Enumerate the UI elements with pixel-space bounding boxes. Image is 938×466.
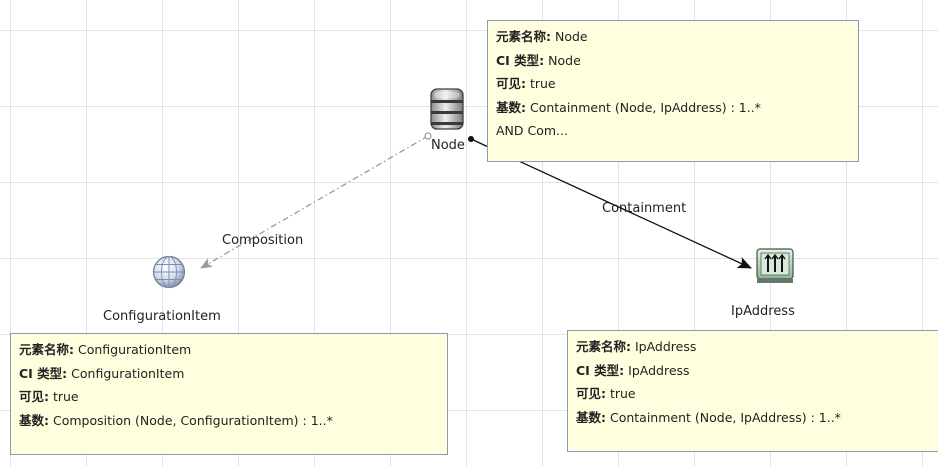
cardinality-continuation: AND Com... <box>496 123 568 138</box>
element-name-value: Node <box>551 29 588 44</box>
server-icon[interactable] <box>428 87 466 131</box>
ci-type-value: Node <box>544 52 581 68</box>
node-tooltip: 元素名称: Node CI 类型: Node 可见: true 基数: Cont… <box>487 20 859 162</box>
node-label[interactable]: Node <box>431 138 465 153</box>
containment-edge-label: Containment <box>602 201 687 216</box>
cardinality-row: 基数: Composition (Node, ConfigurationItem… <box>19 409 439 433</box>
cardinality-value: Containment (Node, IpAddress) : 1..* <box>526 99 761 115</box>
visible-value: true <box>606 386 636 401</box>
cardinality-value: Composition (Node, ConfigurationItem) : … <box>49 412 333 428</box>
element-name-value: IpAddress <box>631 339 697 354</box>
cardinality-key: 基数: <box>496 99 526 115</box>
configuration-item-label[interactable]: ConfigurationItem <box>103 309 221 324</box>
configuration-item-tooltip: 元素名称: ConfigurationItem CI 类型: Configura… <box>10 333 448 455</box>
ci-type-row: CI 类型: ConfigurationItem <box>19 362 439 386</box>
visible-row: 可见: true <box>496 72 850 96</box>
visible-value: true <box>49 389 79 404</box>
element-name-key: 元素名称: <box>496 29 551 44</box>
visible-row: 可见: true <box>19 385 439 409</box>
ci-type-value: IpAddress <box>624 362 690 378</box>
ci-type-key: CI 类型: <box>576 362 625 378</box>
element-name-key: 元素名称: <box>19 342 74 357</box>
element-name-row: 元素名称: Node <box>496 25 850 49</box>
element-name-row: 元素名称: IpAddress <box>576 335 936 359</box>
cardinality-key: 基数: <box>576 409 606 425</box>
visible-row: 可见: true <box>576 382 936 406</box>
cardinality-row: 基数: Containment (Node, IpAddress) : 1..* <box>576 406 936 430</box>
ci-type-row: CI 类型: IpAddress <box>576 359 936 383</box>
visible-key: 可见: <box>496 76 526 91</box>
ci-type-key: CI 类型: <box>496 52 545 68</box>
element-name-row: 元素名称: ConfigurationItem <box>19 338 439 362</box>
element-name-key: 元素名称: <box>576 339 631 354</box>
ip-address-icon[interactable] <box>755 247 795 285</box>
containment-source-endpoint <box>468 136 474 142</box>
composition-edge[interactable] <box>200 132 432 269</box>
composition-edge-label: Composition <box>222 233 304 248</box>
visible-key: 可见: <box>19 389 49 404</box>
ci-type-row: CI 类型: Node <box>496 49 850 73</box>
ci-type-value: ConfigurationItem <box>67 365 185 381</box>
ci-type-key: CI 类型: <box>19 365 68 381</box>
cardinality-key: 基数: <box>19 412 49 428</box>
visible-value: true <box>526 76 556 91</box>
visible-key: 可见: <box>576 386 606 401</box>
globe-icon[interactable] <box>152 255 186 289</box>
composition-source-endpoint <box>424 132 432 140</box>
ip-address-tooltip: 元素名称: IpAddress CI 类型: IpAddress 可见: tru… <box>567 330 938 452</box>
element-name-value: ConfigurationItem <box>74 342 192 357</box>
ip-address-label[interactable]: IpAddress <box>731 304 795 319</box>
cardinality-row: 基数: Containment (Node, IpAddress) : 1..* <box>496 96 850 120</box>
cardinality-value: Containment (Node, IpAddress) : 1..* <box>606 409 841 425</box>
